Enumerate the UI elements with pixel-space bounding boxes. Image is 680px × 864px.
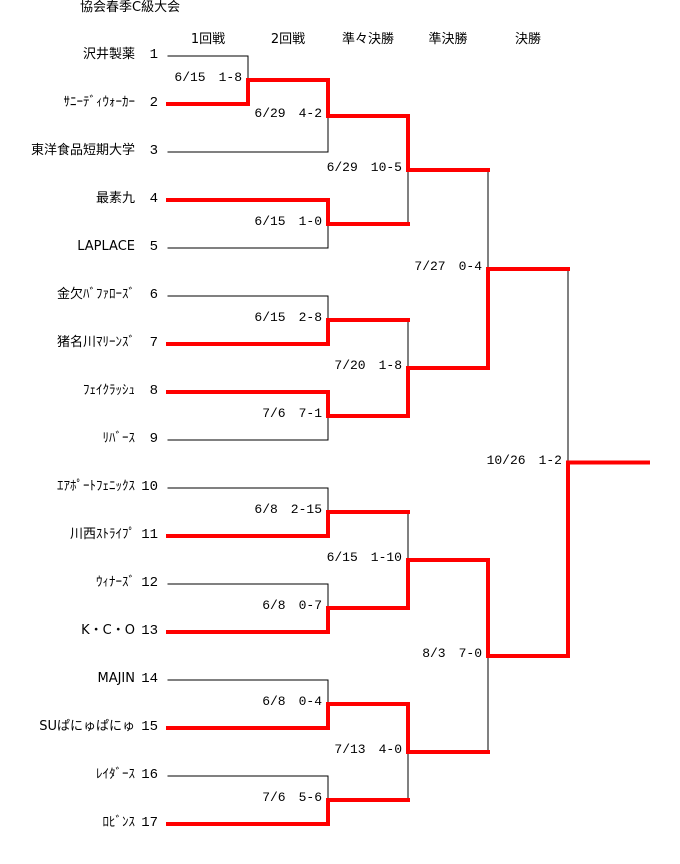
match-result: 10/26 1-2 bbox=[486, 452, 562, 468]
team-seed: 3 bbox=[149, 143, 158, 159]
team-seed: 9 bbox=[149, 431, 158, 447]
team-seed: 10 bbox=[141, 479, 158, 495]
match-result: 8/3 7-0 bbox=[422, 646, 482, 661]
match-result: 6/15 1-0 bbox=[254, 214, 322, 229]
match-result: 6/15 2-8 bbox=[254, 310, 322, 325]
team-seed: 11 bbox=[141, 527, 158, 543]
round-header-2: 2回戦 bbox=[270, 32, 306, 47]
round-header-semifinal: 準決勝 bbox=[428, 32, 468, 47]
match-result: 6/15 1-10 bbox=[326, 550, 402, 565]
team-name: 最素九 bbox=[95, 191, 135, 206]
match-result: 7/6 5-6 bbox=[262, 790, 322, 805]
match-result: 7/6 7-1 bbox=[262, 406, 322, 421]
team-seed: 17 bbox=[141, 815, 158, 831]
round-header-quarterfinal: 準々決勝 bbox=[341, 32, 395, 47]
team-name: ﾘﾊﾞｰｽ bbox=[102, 431, 136, 446]
team-name: ﾌｪｲｸﾗｯｼｭ bbox=[83, 383, 135, 398]
team-name: 沢井製薬 bbox=[82, 47, 135, 62]
team-name: ｻﾆｰﾃﾞｨｳｫｰｶｰ bbox=[63, 95, 136, 110]
team-name: ｳｨﾅｰｽﾞ bbox=[96, 575, 135, 590]
team-seed: 4 bbox=[149, 191, 158, 207]
match-result: 6/15 1-8 bbox=[174, 70, 242, 85]
team-name: ｴｱﾎﾟｰﾄﾌｪﾆｯｸｽ bbox=[57, 479, 135, 494]
match-result: 6/29 4-2 bbox=[254, 106, 322, 121]
team-name: MAJIN bbox=[97, 671, 135, 686]
team-seed: 2 bbox=[149, 95, 158, 111]
match-result: 6/8 0-4 bbox=[262, 694, 322, 709]
team-seed: 14 bbox=[141, 671, 158, 687]
team-seed: 7 bbox=[149, 335, 158, 351]
team-seed: 6 bbox=[149, 287, 158, 303]
team-name: LAPLACE bbox=[77, 239, 135, 254]
team-name: 猪名川ﾏﾘｰﾝｽﾞ bbox=[56, 335, 135, 350]
team-seed: 16 bbox=[141, 767, 158, 783]
team-seed: 1 bbox=[149, 47, 158, 63]
team-name: K・C・O bbox=[81, 623, 135, 638]
team-name: 東洋食品短期大学 bbox=[30, 143, 135, 158]
team-seed: 8 bbox=[149, 383, 158, 399]
team-name: ﾛﾋﾞﾝｽ bbox=[102, 815, 136, 830]
round-header-final: 決勝 bbox=[514, 32, 542, 47]
team-name: 川西ｽﾄﾗｲﾌﾟ bbox=[69, 527, 135, 542]
match-result: 7/27 0-4 bbox=[414, 259, 482, 274]
team-seed: 15 bbox=[141, 719, 158, 735]
match-result: 6/8 2-15 bbox=[254, 502, 322, 517]
match-result: 6/29 10-5 bbox=[326, 160, 402, 175]
tournament-title: 協会春季C級大会 bbox=[80, 0, 181, 15]
match-result: 7/13 4-0 bbox=[334, 742, 402, 757]
round-header-1: 1回戦 bbox=[190, 32, 226, 47]
team-seed: 13 bbox=[141, 623, 158, 639]
team-name: 金欠ﾊﾞﾌｧﾛｰｽﾞ bbox=[56, 287, 135, 302]
match-result: 7/20 1-8 bbox=[334, 358, 402, 373]
match-result: 6/8 0-7 bbox=[262, 598, 322, 613]
team-name: SUぱにゅぱにゅ bbox=[39, 719, 135, 734]
team-seed: 5 bbox=[149, 239, 158, 255]
team-name: ﾚｲﾀﾞｰｽ bbox=[96, 767, 135, 782]
team-seed: 12 bbox=[141, 575, 158, 591]
